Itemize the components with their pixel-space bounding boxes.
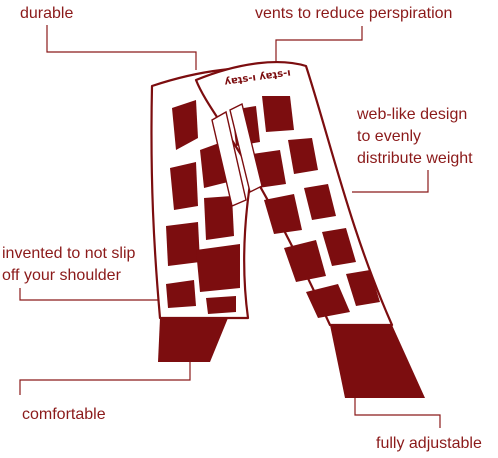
label-comfortable: comfortable xyxy=(22,406,106,423)
label-web-2: to evenly xyxy=(357,128,422,145)
leader-adjustable xyxy=(354,398,441,428)
label-slip-1: invented to not slip xyxy=(2,245,136,262)
leader-vents xyxy=(275,26,363,62)
label-adjustable: fully adjustable xyxy=(376,435,482,452)
label-slip-2: off your shoulder xyxy=(2,267,121,284)
leader-slip xyxy=(19,288,160,301)
leader-durable xyxy=(46,25,197,70)
right-strap xyxy=(330,325,425,398)
label-web-3: distribute weight xyxy=(357,150,473,167)
right-pad xyxy=(194,61,394,327)
label-web-1: web-like design xyxy=(357,106,468,123)
leader-web xyxy=(352,170,429,193)
label-vents: vents to reduce perspiration xyxy=(255,5,453,22)
label-durable: durable xyxy=(20,5,74,22)
leader-comfortable xyxy=(19,362,191,395)
left-strap xyxy=(158,318,228,362)
